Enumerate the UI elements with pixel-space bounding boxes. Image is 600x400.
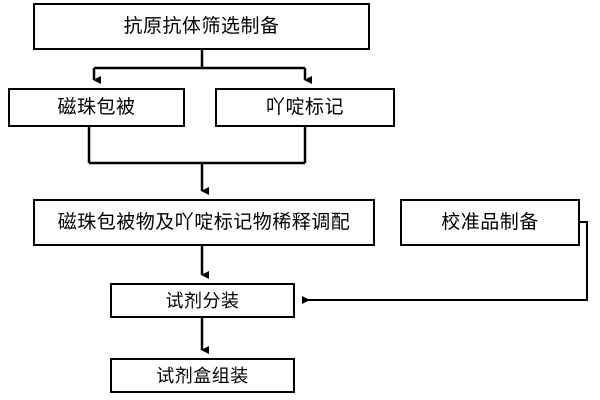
node-reagent-dispensing[interactable]: 试剂分装 (110, 283, 295, 318)
edge-calibrator-to-dispensing (302, 221, 588, 304)
node-kit-assembly[interactable]: 试剂盒组装 (110, 358, 295, 393)
edge-screening-split (94, 50, 305, 70)
edge-merge-to-dilution (89, 161, 305, 195)
node-label-acridinium-labeling: 吖啶标记 (265, 97, 344, 118)
node-label-kit-assembly: 试剂盒组装 (156, 365, 249, 386)
node-antigen-antibody-screening[interactable]: 抗原抗体筛选制备 (33, 3, 370, 50)
node-label-calibrator-preparation: 校准品制备 (441, 212, 539, 233)
node-magnetic-bead-coating[interactable]: 磁珠包被 (8, 88, 185, 127)
node-calibrator-preparation[interactable]: 校准品制备 (400, 199, 580, 246)
node-label-magnetic-bead-coating: 磁珠包被 (57, 97, 136, 118)
node-label-dilution-formulation: 磁珠包被物及吖啶标记物稀释调配 (57, 212, 351, 233)
node-acridinium-labeling[interactable]: 吖啶标记 (215, 88, 395, 127)
node-dilution-formulation[interactable]: 磁珠包被物及吖啶标记物稀释调配 (33, 199, 375, 246)
node-label-reagent-dispensing: 试剂分装 (165, 290, 240, 311)
node-label-antigen-antibody-screening: 抗原抗体筛选制备 (123, 16, 280, 37)
